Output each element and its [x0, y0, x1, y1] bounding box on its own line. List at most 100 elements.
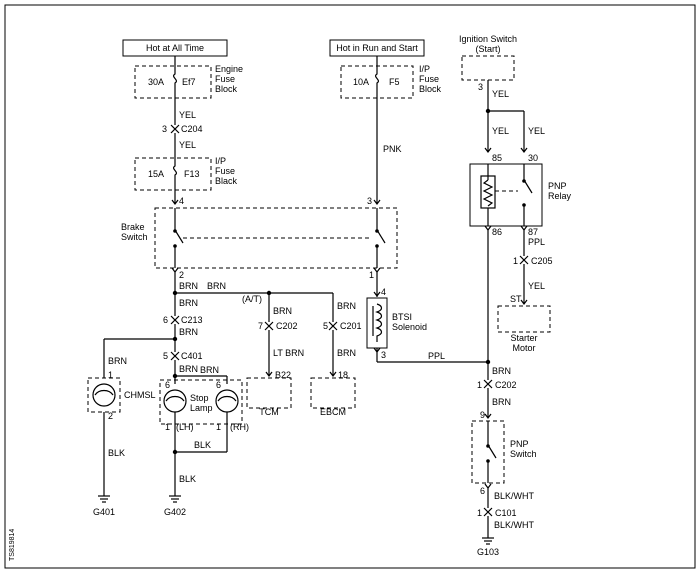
fuse-ef7-rating: 30A	[148, 77, 164, 87]
wire-color-yel-b: YEL	[179, 140, 196, 150]
wire-color-pnk: PNK	[383, 144, 402, 154]
pnp-relay-block	[469, 163, 543, 227]
starter-st-label: ST	[510, 294, 522, 304]
ground-g401-label: G401	[93, 507, 115, 517]
pin-5-c401: 5	[163, 351, 168, 361]
wire-color-yel-30: YEL	[528, 126, 545, 136]
pin-86: 86	[492, 227, 502, 237]
connector-arrow-icon	[329, 371, 337, 377]
fuse-f5-rating: 10A	[353, 77, 369, 87]
pin-1-c205: 1	[513, 256, 518, 266]
btsi-label-1: BTSI	[392, 312, 412, 322]
ground-g402-label: G402	[164, 507, 186, 517]
connector-arrow-icon	[484, 413, 492, 419]
rh-label: (RH)	[230, 422, 249, 432]
fuse-f13-block-label-3: Black	[215, 176, 238, 186]
ignition-switch-label: Ignition Switch	[459, 34, 517, 44]
fuse-ef7-icon	[173, 66, 177, 98]
fuse-f13-block	[134, 157, 212, 191]
wire-color-brn-main: BRN	[179, 281, 198, 291]
ignition-switch	[461, 55, 515, 81]
fuse-f5-block-label-1: I/P	[419, 64, 430, 74]
wire-color-yel-ign: YEL	[492, 89, 509, 99]
hot-run-start-label: Hot in Run and Start	[336, 43, 418, 53]
pnp-relay-label-2: Relay	[548, 191, 572, 201]
fuse-ef7-block-label-1: Engine	[215, 64, 243, 74]
tcm-block	[246, 377, 292, 409]
pin-2-chmsl: 2	[108, 411, 113, 421]
chmsl-block	[87, 377, 121, 413]
pin-3-btsi: 3	[381, 350, 386, 360]
wire-color-brn-pnp-b: BRN	[492, 397, 511, 407]
bulb-filament-icon	[94, 389, 114, 396]
starter-motor-label-1: Starter	[510, 333, 537, 343]
pnp-relay-label-1: PNP	[548, 181, 567, 191]
connector-c205-icon	[519, 255, 529, 265]
wire-color-yel-a: YEL	[179, 110, 196, 120]
wire-color-blk-wht-b: BLK/WHT	[494, 520, 535, 530]
wire-color-blk-chmsl: BLK	[108, 448, 125, 458]
splice-dot	[172, 373, 178, 379]
fuse-f13-block-label-2: Fuse	[215, 166, 235, 176]
lh-label: (LH)	[176, 422, 194, 432]
pin-87: 87	[528, 227, 538, 237]
wire-color-brn-ebcm-b: BRN	[337, 348, 356, 358]
fuse-f13-id: F13	[184, 169, 200, 179]
connector-arrow-icon	[373, 347, 381, 353]
wire-color-brn-c401: BRN	[179, 364, 198, 374]
connector-arrow-icon	[484, 483, 492, 489]
connector-arrow-icon	[265, 371, 273, 377]
connector-c204-icon	[170, 124, 180, 134]
connector-arrow-icon	[171, 267, 179, 273]
pin-7-c202: 7	[258, 321, 263, 331]
pin-4-brake: 4	[179, 196, 184, 206]
splice-dot	[485, 108, 491, 114]
connector-c213-label: C213	[181, 315, 203, 325]
pin-6-c213: 6	[163, 315, 168, 325]
wire-color-yel-st: YEL	[528, 281, 545, 291]
pin-4-btsi: 4	[381, 287, 386, 297]
pin-85: 85	[492, 153, 502, 163]
connector-arrow-icon	[373, 199, 381, 205]
ebcm-label: EBCM	[320, 407, 346, 417]
wire-color-blk-wht-a: BLK/WHT	[494, 491, 535, 501]
wire-color-yel-85: YEL	[492, 126, 509, 136]
connector-arrow-icon	[520, 147, 528, 153]
wire-color-brn-tcm: BRN	[273, 306, 292, 316]
bulb-filament-icon	[217, 395, 237, 402]
connector-arrow-icon	[171, 199, 179, 205]
chmsl-bulb-icon	[92, 383, 116, 407]
switch-pivot-icon	[522, 179, 526, 183]
pin-6-pnp: 6	[480, 486, 485, 496]
fuse-f5-block-label-3: Block	[419, 84, 442, 94]
ebcm-block	[310, 377, 356, 409]
connector-arrow-icon	[484, 147, 492, 153]
fuse-f13-block-label-1: I/P	[215, 156, 226, 166]
wire-color-brn-chmsl: BRN	[108, 356, 127, 366]
connector-c101-label: C101	[495, 508, 517, 518]
ground-g103-label: G103	[477, 547, 499, 557]
switch-pivot-icon	[486, 444, 490, 448]
wire-color-ppl-87: PPL	[528, 237, 545, 247]
splice-dot	[485, 359, 491, 365]
connector-arrow-icon	[373, 267, 381, 273]
connector-c401-label: C401	[181, 351, 203, 361]
pin-30: 30	[528, 153, 538, 163]
ignition-switch-start-label: (Start)	[475, 44, 500, 54]
connector-arrow-icon	[373, 291, 381, 297]
splice-dot	[172, 290, 178, 296]
connector-c201-icon	[328, 321, 338, 331]
wire-color-blk-lamp: BLK	[194, 440, 211, 450]
connector-c202-pnp-icon	[483, 379, 493, 389]
connector-c401-icon	[170, 351, 180, 361]
solenoid-coil-icon	[375, 303, 383, 342]
connector-c101-icon	[483, 507, 493, 517]
pnp-switch-label-2: Switch	[510, 449, 537, 459]
wire-color-brn-ebcm-a: BRN	[337, 301, 356, 311]
diagram-frame	[4, 4, 696, 569]
bulb-filament-icon	[165, 395, 185, 402]
chmsl-label: CHMSL	[124, 390, 156, 400]
fuse-f13-icon	[173, 158, 177, 190]
switch-pivot-icon	[375, 229, 379, 233]
